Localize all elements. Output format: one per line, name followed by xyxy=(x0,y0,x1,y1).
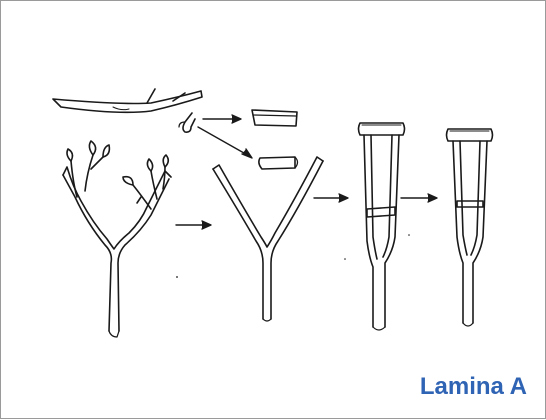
crutch-with-crossbar-stage xyxy=(359,123,405,330)
raw-branch-stage xyxy=(63,141,171,337)
slide-caption: Lamina A xyxy=(420,373,527,401)
handgrip-part xyxy=(259,157,298,169)
armrest-pad-part xyxy=(252,110,297,126)
trimmed-fork-stage xyxy=(213,157,323,321)
cut-branch xyxy=(53,89,202,132)
specks xyxy=(176,234,410,278)
finished-crutch-stage xyxy=(447,129,493,326)
